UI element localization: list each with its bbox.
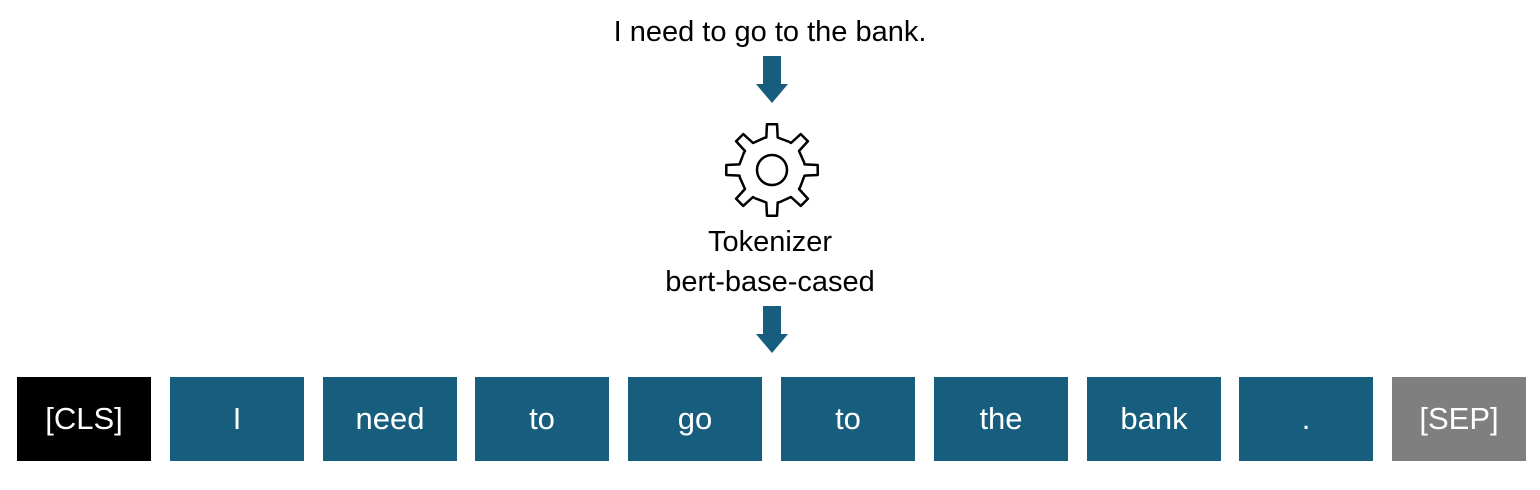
down-arrow-icon: [756, 306, 788, 353]
token-word: I: [170, 377, 304, 461]
token-word: bank: [1087, 377, 1221, 461]
gear-icon: [725, 123, 819, 217]
tokenizer-model: bert-base-cased: [665, 266, 875, 298]
tokenizer-title: Tokenizer: [707, 226, 833, 258]
input-sentence: I need to go to the bank.: [613, 16, 927, 48]
token-word: to: [781, 377, 915, 461]
token-word: need: [323, 377, 457, 461]
token-cls: [CLS]: [17, 377, 151, 461]
token-word: the: [934, 377, 1068, 461]
token-word: go: [628, 377, 762, 461]
down-arrow-icon: [756, 56, 788, 103]
token-word: .: [1239, 377, 1373, 461]
token-sep: [SEP]: [1392, 377, 1526, 461]
token-word: to: [475, 377, 609, 461]
